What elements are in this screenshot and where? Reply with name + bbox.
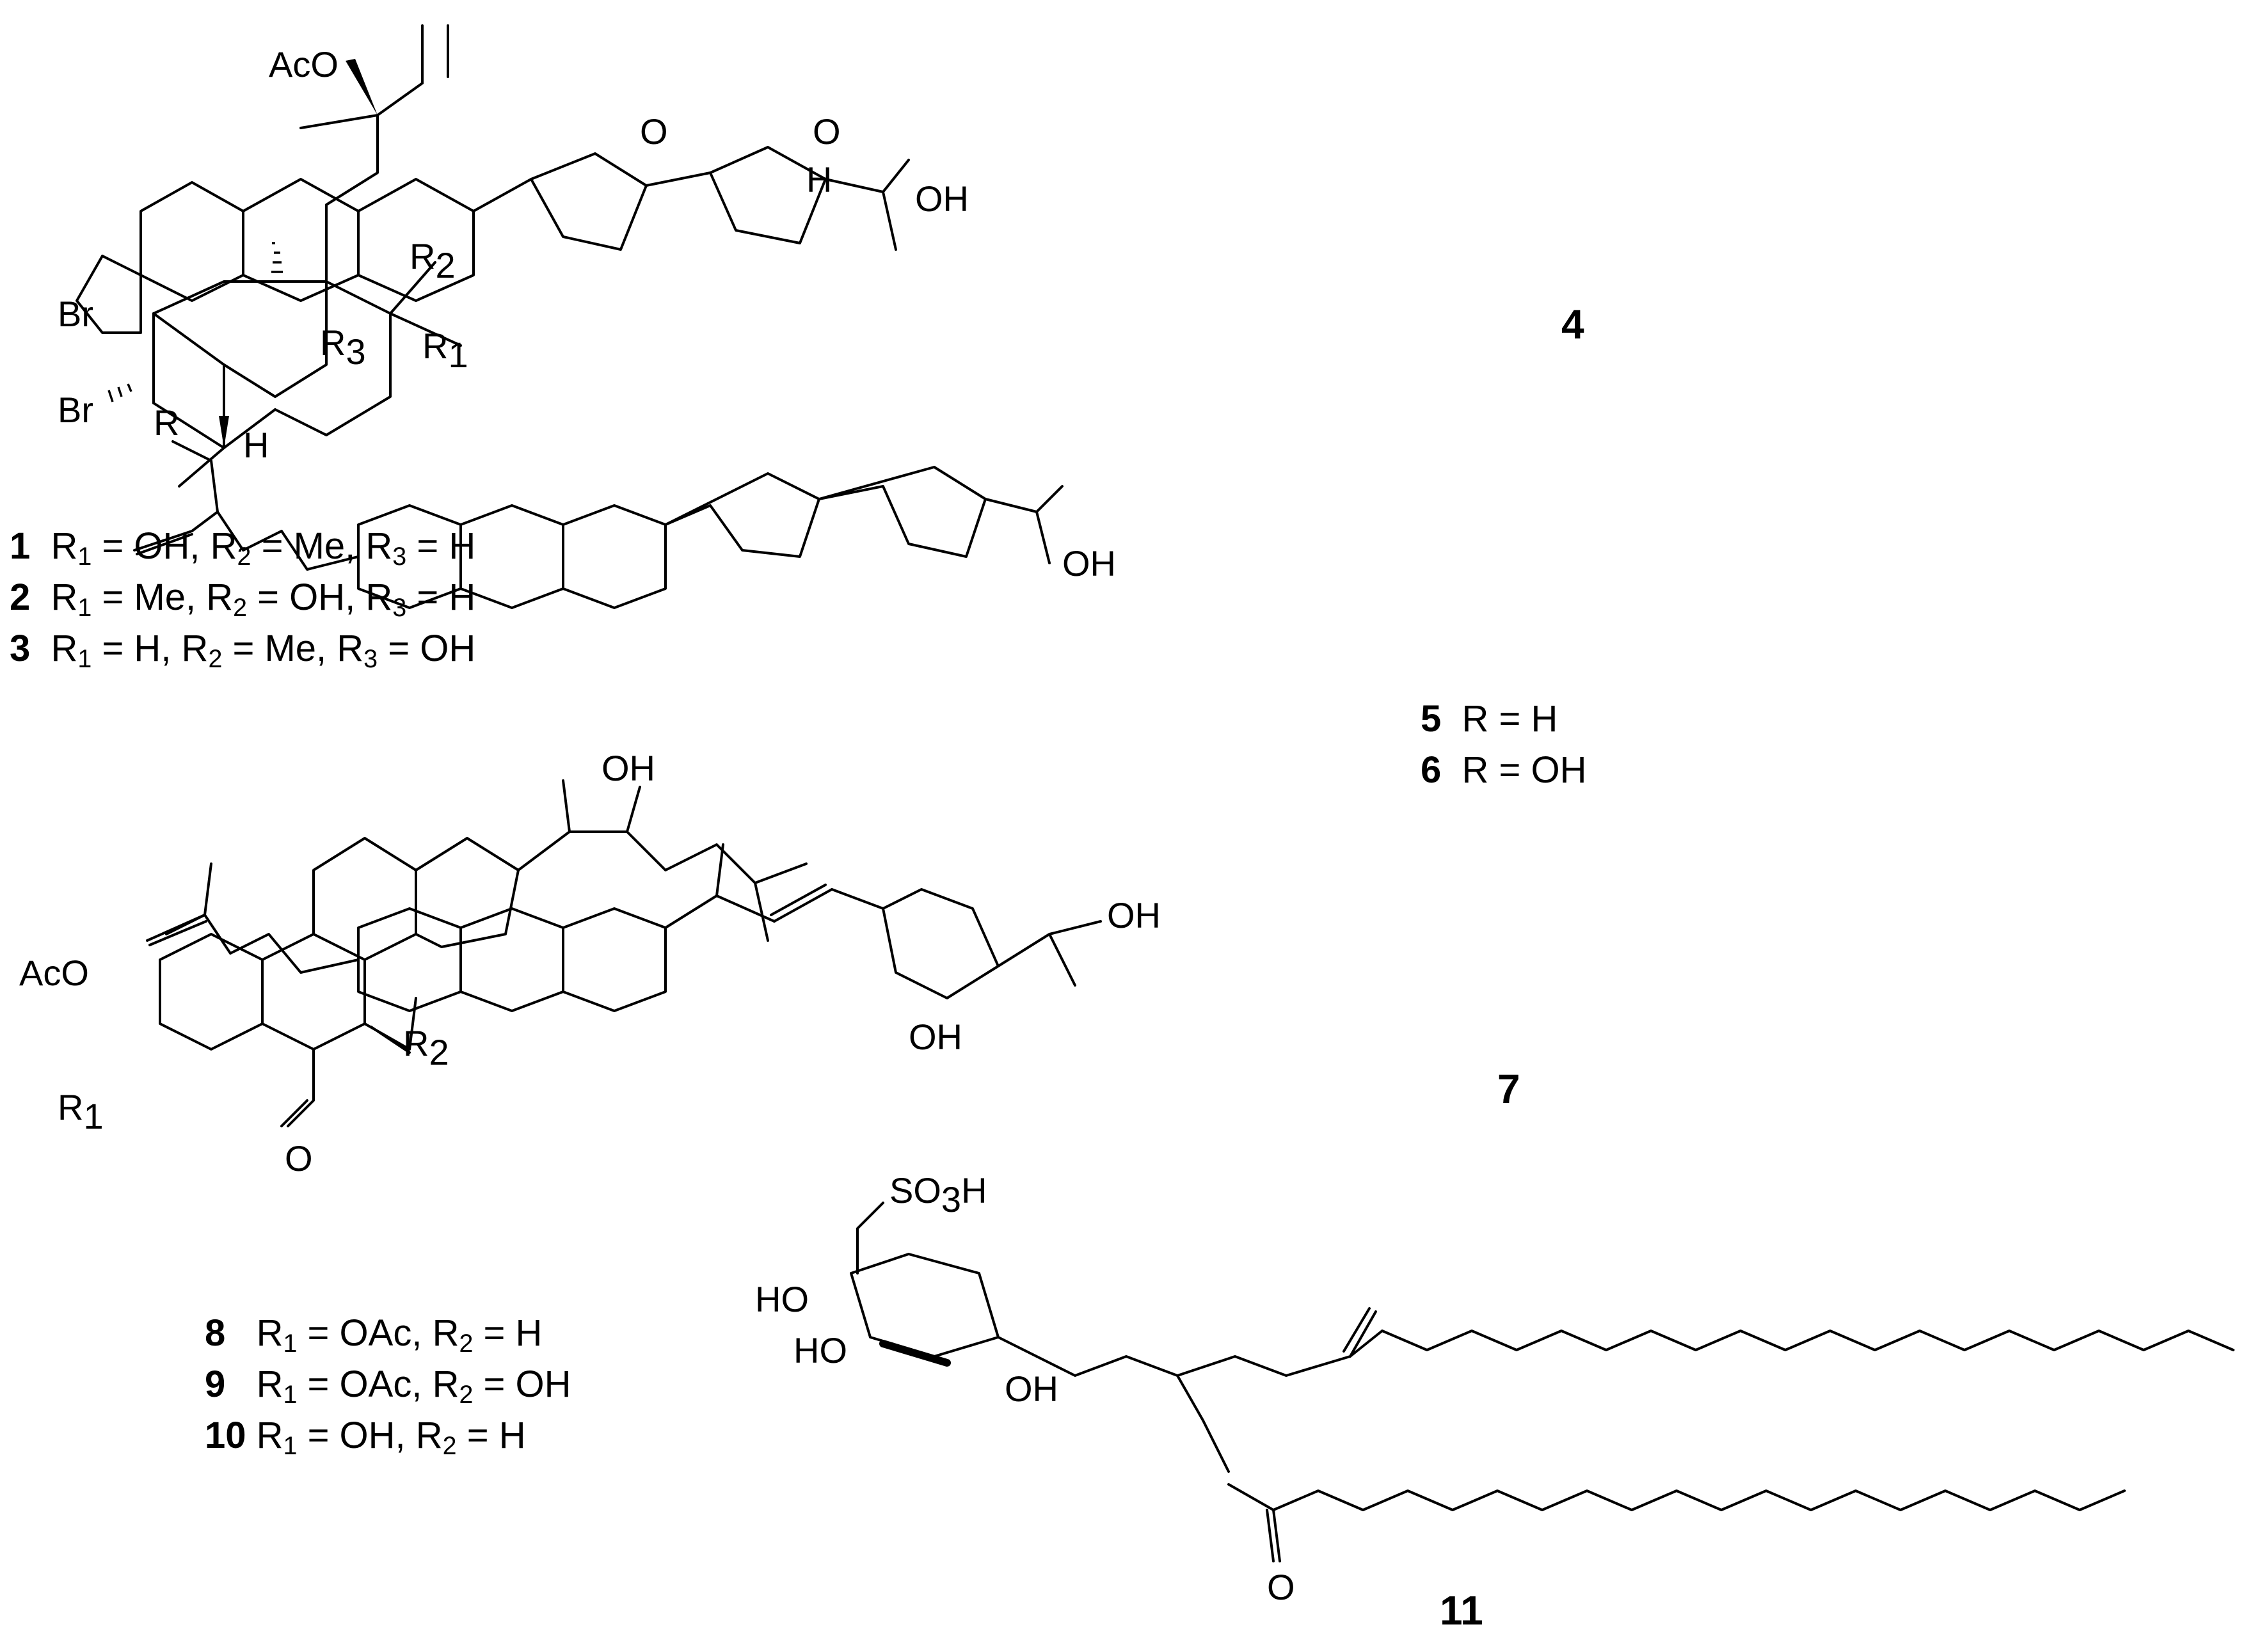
r1-label: R1: [422, 326, 468, 375]
structure-11: SO3H HO HO OH O: [755, 1170, 2235, 1607]
oh-label-5: OH: [1062, 543, 1116, 584]
r-label-5: R: [154, 402, 179, 443]
compound-7-number: 7: [1497, 1066, 1520, 1112]
caption-10: 10 R1 = OH, R2 = H: [205, 1415, 526, 1460]
compound-4-number: 4: [1561, 301, 1584, 347]
oh-label-7a: OH: [1107, 895, 1161, 935]
caption-8: 8 R1 = OAc, R2 = H: [205, 1312, 543, 1358]
o-label-8: O: [285, 1138, 313, 1179]
structure-7: OH OH: [146, 843, 1161, 1057]
structure-1-3: AcO Br H R2 R1 R3: [58, 24, 468, 488]
caption-6: 6 R = OH: [1421, 749, 1587, 791]
caption-9: 9 R1 = OAc, R2 = OH: [205, 1363, 571, 1409]
oh-label-11: OH: [1005, 1369, 1058, 1409]
aco-label-8: AcO: [19, 953, 89, 993]
o-label-4: O: [813, 111, 841, 152]
caption-1: 1 R1 = OH, R2 = Me, R3 = H: [10, 525, 476, 571]
br-label: Br: [58, 390, 93, 430]
structure-4: OH O O H Br: [58, 111, 969, 334]
r2-label-8: R2: [403, 1023, 449, 1072]
o-label-11: O: [1267, 1567, 1295, 1607]
oh-label-7b: OH: [909, 1017, 962, 1057]
oh-label-8: OH: [602, 748, 655, 788]
ho-label-11a: HO: [755, 1279, 809, 1319]
h-label-4: H: [806, 159, 832, 200]
structure-8-10: AcO OH O R1 R2: [19, 748, 808, 1179]
oh-label-4: OH: [915, 179, 969, 219]
br-label-4: Br: [58, 294, 93, 334]
structure-5-6: OH R: [133, 402, 1116, 609]
r2-label: R2: [410, 236, 456, 285]
caption-5: 5 R = H: [1421, 698, 1558, 740]
h-label: H: [243, 425, 269, 465]
caption-3: 3 R1 = H, R2 = Me, R3 = OH: [10, 628, 476, 673]
ho-label-11b: HO: [793, 1330, 847, 1370]
caption-2: 2 R1 = Me, R2 = OH, R3 = H: [10, 576, 476, 622]
o-label-4b: O: [640, 111, 668, 152]
compound-11-number: 11: [1440, 1587, 1483, 1633]
aco-label: AcO: [269, 44, 339, 84]
r1-label-8: R1: [58, 1087, 104, 1136]
so3h-label: SO3H: [889, 1170, 987, 1219]
